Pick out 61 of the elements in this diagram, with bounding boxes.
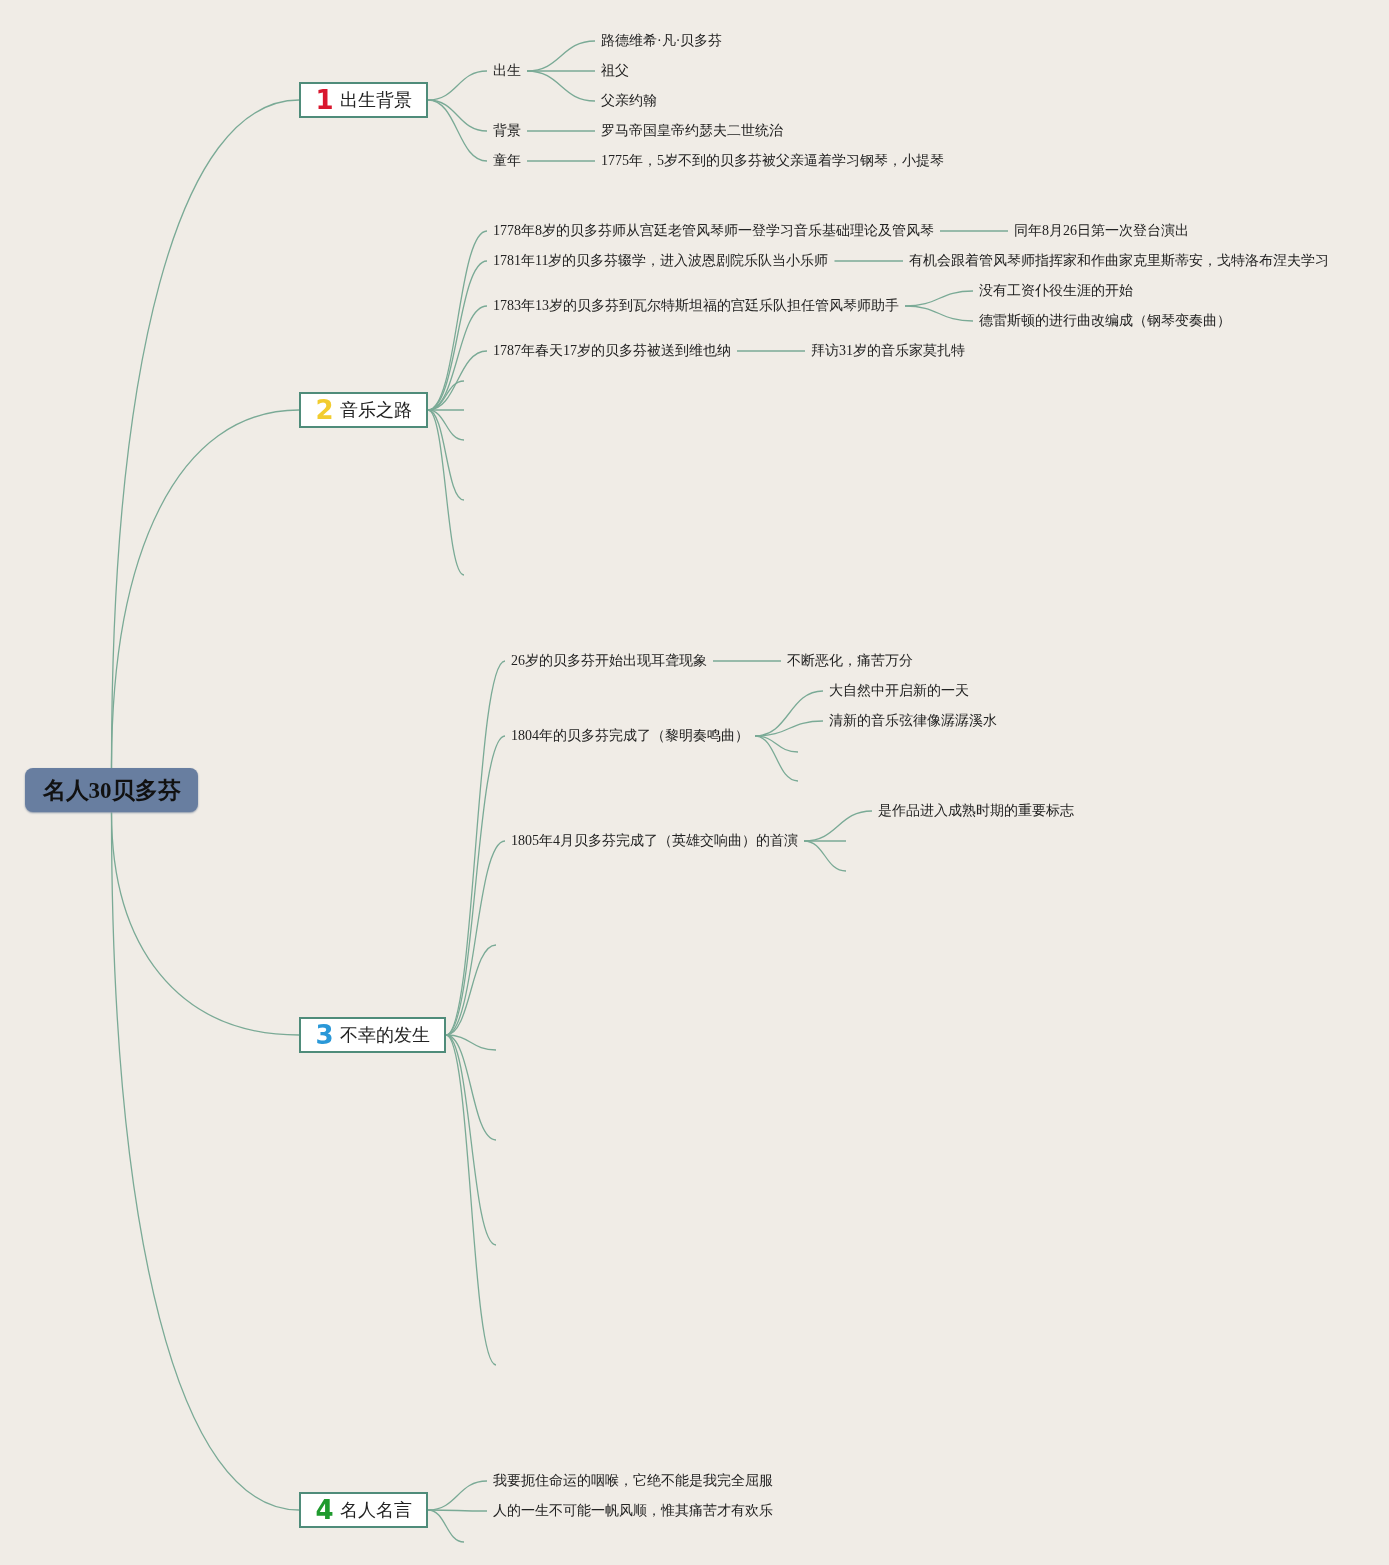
number-label: 1 <box>315 86 334 114</box>
central-topic-box <box>25 768 198 812</box>
branch-label: 同年8月26日第一次登台演出 <box>1008 222 1195 240</box>
branch-line <box>427 1509 465 1543</box>
topic-box <box>299 1017 446 1053</box>
branch-label: 1804年的贝多芬完成了（黎明奏鸣曲） <box>505 727 755 745</box>
branch-line <box>445 1034 497 1366</box>
branch-line <box>803 840 847 872</box>
central-topic-label: 名人30贝多芬 <box>42 776 181 805</box>
branch-label: 1783年13岁的贝多芬到瓦尔特斯坦福的宫廷乐队担任管风琴师助手 <box>487 297 905 315</box>
connector-line <box>427 99 488 162</box>
connector-line <box>427 1509 488 1512</box>
branch-label: 不断恶化，痛苦万分 <box>781 652 919 670</box>
branch-label: 有机会跟着管风琴师指挥家和作曲家克里斯蒂安，戈特洛布涅夫学习 <box>903 252 1335 270</box>
branch-label: 童年 <box>487 152 527 170</box>
connector-line <box>427 99 488 132</box>
branch-label: 是作品进入成熟时期的重要标志 <box>872 802 1080 820</box>
branch-label: 没有工资仆役生涯的开始 <box>973 282 1139 300</box>
connector-line <box>833 260 904 262</box>
number-label: 2 <box>315 396 334 424</box>
branch-label: 1805年4月贝多芬完成了（英雄交响曲）的首演 <box>505 832 804 850</box>
topic-box <box>299 82 428 118</box>
number-label: 3 <box>315 1021 334 1049</box>
branch-label: 拜访31岁的音乐家莫扎特 <box>805 342 971 360</box>
branch-label: 1778年8岁的贝多芬师从宫廷老管风琴师一登学习音乐基础理论及管风琴 <box>487 222 940 240</box>
topic-label: 不幸的发生 <box>339 1023 430 1047</box>
branch-label: 出生 <box>487 62 527 80</box>
branch-label: 路德维希·凡·贝多芬 <box>595 32 729 50</box>
branch-label: 人的一生不可能一帆风顺，惟其痛苦才有欢乐 <box>487 1502 779 1520</box>
topic-box <box>299 1492 428 1528</box>
branch-line <box>754 735 799 782</box>
connector-line <box>736 350 806 352</box>
branch-label: 罗马帝国皇帝约瑟夫二世统治 <box>595 122 789 140</box>
branch-label: 德雷斯顿的进行曲改编成（钢琴变奏曲） <box>973 312 1237 330</box>
connector-line <box>110 811 300 1511</box>
branch-label: 大自然中开启新的一天 <box>823 682 975 700</box>
branch-label: 清新的音乐弦律像潺潺溪水 <box>823 712 1003 730</box>
branch-label: 1775年，5岁不到的贝多芬被父亲逼着学习钢琴，小提琴 <box>595 152 950 170</box>
branch-label: 背景 <box>487 122 527 140</box>
topic-box <box>299 392 428 428</box>
number-label: 4 <box>315 1496 334 1524</box>
branch-label: 父亲约翰 <box>595 92 663 110</box>
connector-line <box>526 70 596 102</box>
topic-label: 音乐之路 <box>339 398 412 422</box>
connector-line <box>712 660 782 662</box>
branch-line <box>427 409 465 576</box>
connector-line <box>939 230 1009 232</box>
topic-label: 名人名言 <box>339 1498 412 1522</box>
topic-label: 出生背景 <box>339 88 412 112</box>
connector-line <box>904 305 974 322</box>
branch-label: 26岁的贝多芬开始出现耳聋现象 <box>505 652 713 670</box>
connector-line <box>526 160 596 162</box>
connector-line <box>445 735 506 1036</box>
branch-label: 1787年春天17岁的贝多芬被送到维也纳 <box>487 342 737 360</box>
branch-label: 1781年11岁的贝多芬辍学，进入波恩剧院乐队当小乐师 <box>487 252 835 270</box>
branch-label: 祖父 <box>595 62 635 80</box>
connector-line <box>110 409 300 769</box>
branch-line <box>754 735 799 753</box>
branch-line <box>803 840 847 842</box>
connector-line <box>526 130 596 132</box>
branch-label: 我要扼住命运的咽喉，它绝不能是我完全屈服 <box>487 1472 779 1490</box>
